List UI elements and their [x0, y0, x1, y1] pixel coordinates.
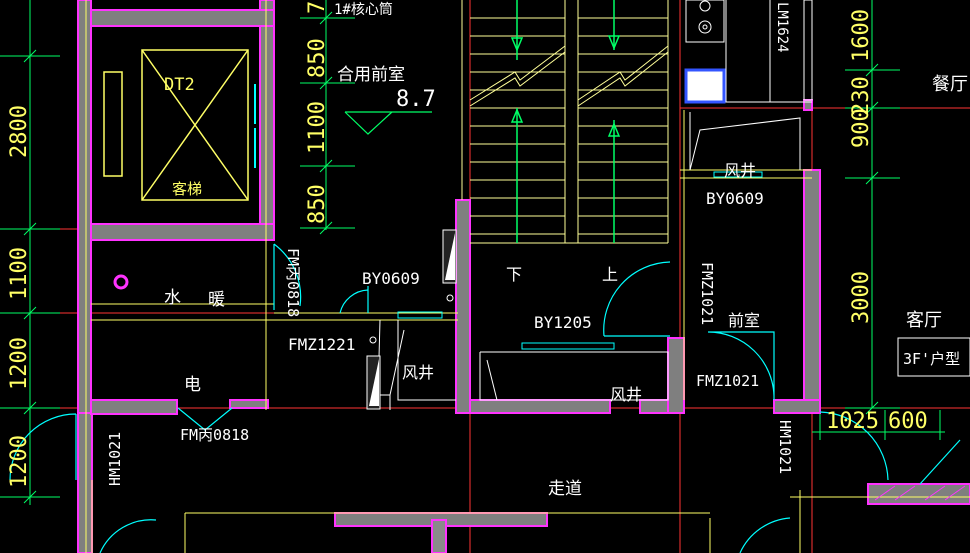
shaft-label-a: 风井 — [402, 363, 434, 382]
unit-type-box — [897, 337, 970, 377]
vent-by0609-a: BY0609 — [362, 269, 420, 288]
elevator-sub-label: 客梯 — [172, 180, 202, 198]
sink-icon — [684, 68, 726, 104]
vent-louvers — [397, 171, 763, 350]
shaft-hatches — [366, 229, 457, 410]
elevator-label: DT2 — [164, 75, 195, 95]
wall-edges — [85, 0, 970, 553]
door-hm1021-right: HM1021 — [776, 420, 794, 474]
right-window — [803, 0, 813, 101]
elevation-value: 8.7 — [396, 87, 436, 112]
door-fmz1021-horizontal: FMZ1021 — [696, 372, 759, 390]
door-fm0818-vertical: FM丙0818 — [284, 248, 302, 317]
door-fm0818-horizontal: FM丙0818 — [180, 426, 249, 444]
staircase — [461, 0, 669, 244]
corridor-label: 走道 — [548, 479, 582, 499]
elevation-marker — [344, 111, 432, 135]
dimension-lines — [0, 0, 945, 505]
vestibule-label: 前室 — [728, 311, 760, 330]
dim-mid-3: 1100 — [305, 101, 330, 154]
shared-lobby-label: 合用前室 — [337, 65, 405, 85]
hatch-area — [874, 485, 966, 501]
shaft-label-c: 风井 — [724, 161, 756, 180]
dim-left-4: 1200 — [7, 435, 32, 488]
door-hm1021-left: HM1021 — [106, 432, 124, 486]
vent-by0609-b: BY0609 — [706, 189, 764, 208]
dim-right-4: 3000 — [849, 271, 874, 324]
core-title: 1#核心筒 — [334, 1, 393, 18]
electric-room-label: 电 — [184, 375, 201, 395]
dim-left-1: 2800 — [7, 105, 32, 158]
water-heat-label-b: 暖 — [208, 290, 225, 310]
door-fmz1221: FMZ1221 — [288, 335, 355, 354]
shafts — [377, 112, 801, 410]
dim-left-2: 1100 — [7, 247, 32, 300]
vent-by1205: BY1205 — [534, 313, 592, 332]
stair-down-label: 下 — [506, 265, 522, 284]
small-circles — [369, 294, 454, 344]
door-fmz1021-vertical: FMZ1021 — [698, 262, 716, 325]
kitchen-counter — [685, 0, 812, 103]
elevator-car — [103, 49, 249, 201]
water-heat-label-a: 水 — [164, 288, 181, 308]
dim-mid-1: 7 — [305, 1, 330, 14]
dim-right-1: 1600 — [849, 9, 874, 62]
stair-arrows — [510, 0, 621, 243]
dim-bottom-1: 1025 — [826, 409, 879, 434]
dim-mid-4: 850 — [305, 184, 330, 224]
shaft-label-b: 风井 — [610, 385, 642, 404]
dim-bottom-2: 600 — [888, 409, 928, 434]
dim-mid-2: 850 — [305, 38, 330, 78]
doors — [9, 243, 961, 553]
dim-right-3: 230 — [849, 76, 874, 116]
pipe-marker-icon — [113, 274, 129, 290]
dining-label: 餐厅 — [932, 74, 968, 95]
dim-right-2: 900 — [849, 108, 874, 148]
dim-left-3: 1200 — [7, 337, 32, 390]
window-lm1624: LM1624 — [774, 2, 790, 53]
unit-type-label: 3F'户型 — [903, 350, 960, 368]
living-label: 客厅 — [906, 310, 942, 331]
stair-up-label: 上 — [602, 265, 618, 284]
walls — [77, 0, 970, 553]
